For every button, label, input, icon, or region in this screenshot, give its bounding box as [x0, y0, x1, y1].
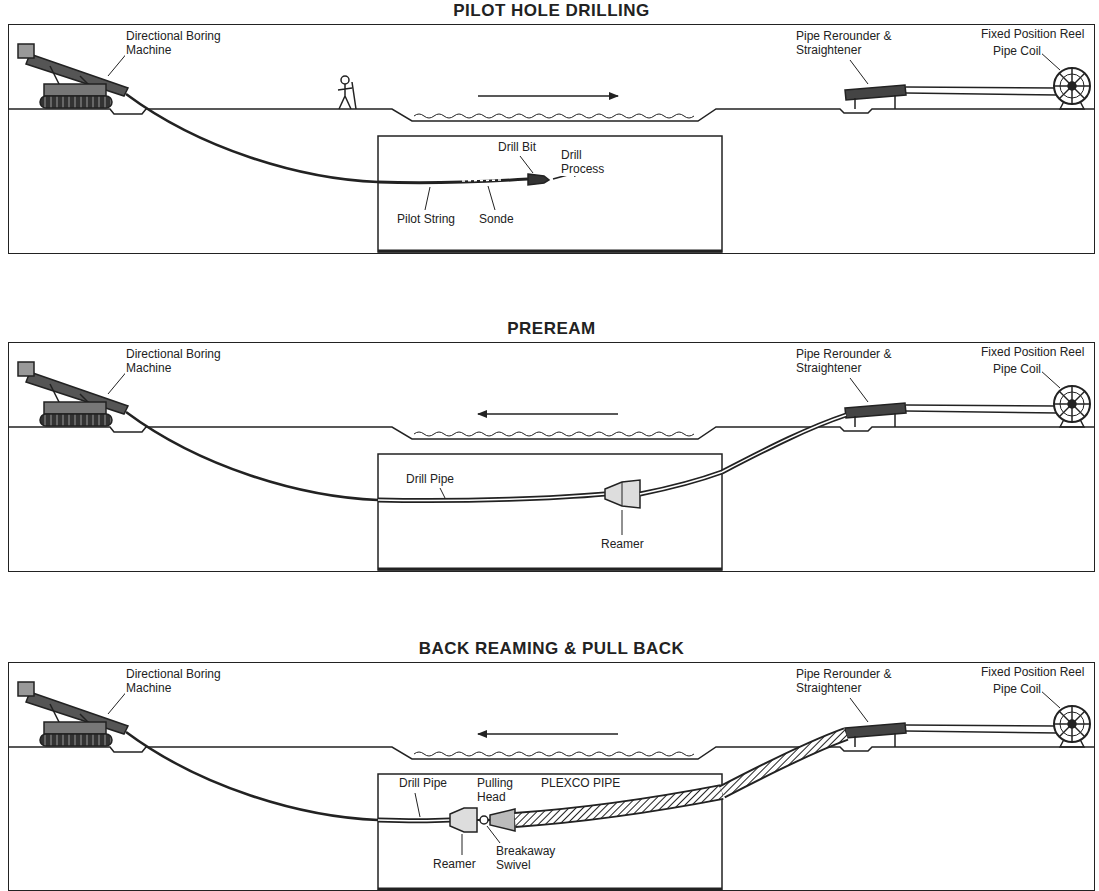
part-label: Pipe Rerounder & Straightener — [795, 347, 897, 375]
part-label: Pipe Coil — [992, 44, 1042, 58]
stage-panel: PILOT HOLE DRILLING — [8, 24, 1095, 254]
stage-heading: PREREAM — [9, 319, 1094, 339]
part-label: Drill Pipe — [398, 776, 448, 790]
part-label: Breakaway Swivel — [495, 844, 555, 872]
part-label: Sonde — [478, 212, 515, 226]
part-label: Directional Boring Machine — [125, 667, 232, 695]
part-label: PLEXCO PIPE — [540, 776, 621, 790]
part-label: Pilot String — [396, 212, 456, 226]
part-label: Fixed Position Reel — [980, 665, 1085, 679]
stage-panel: PREREAM — [8, 342, 1095, 572]
part-label: Pipe Coil — [992, 682, 1042, 696]
stage-heading: PILOT HOLE DRILLING — [9, 1, 1094, 21]
part-label: Drill Bit — [497, 140, 537, 154]
part-label: Fixed Position Reel — [980, 27, 1085, 41]
part-label: Reamer — [432, 857, 477, 871]
stage-heading: BACK REAMING & PULL BACK — [9, 639, 1094, 659]
part-label: Directional Boring Machine — [125, 347, 232, 375]
part-label: Reamer — [600, 537, 645, 551]
part-label: Pipe Coil — [992, 362, 1042, 376]
part-label: Pipe Rerounder & Straightener — [795, 667, 897, 695]
part-label: Directional Boring Machine — [125, 29, 232, 57]
part-label: Fixed Position Reel — [980, 345, 1085, 359]
part-label: Pulling Head — [476, 776, 522, 804]
part-label: Pipe Rerounder & Straightener — [795, 29, 897, 57]
part-label: Drill Process — [560, 148, 614, 176]
part-label: Drill Pipe — [405, 472, 455, 486]
